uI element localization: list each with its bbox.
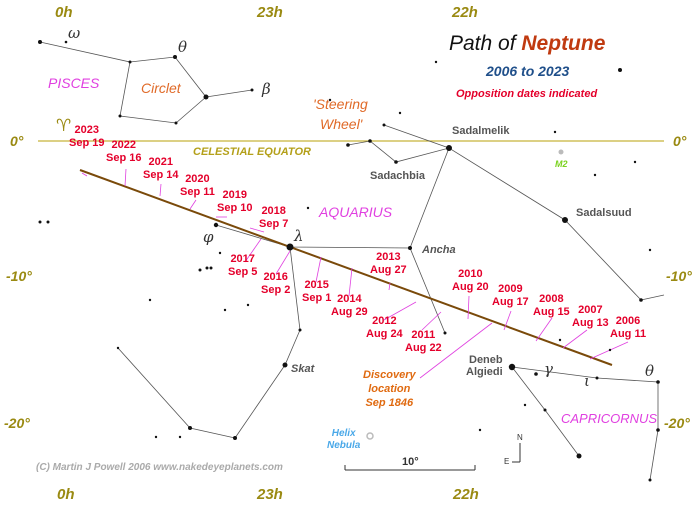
capricornus-lines-2: [596, 377, 659, 481]
capricornus-label: CAPRICORNUS: [561, 411, 658, 426]
title-planet: Neptune: [521, 32, 606, 55]
dec-left-2: -20°: [4, 415, 30, 431]
compass-north: N: [517, 433, 523, 442]
theta-psc-label: θ: [178, 38, 188, 56]
ra-bottom-1: 23h: [257, 486, 283, 503]
opposition-leaders: [81, 168, 629, 360]
gamma-label: γ: [544, 360, 553, 378]
steering-wheel-label-1: 'Steering: [313, 96, 368, 112]
discovery-leader: [419, 322, 493, 379]
credit-text: (C) Martin J Powell 2006 www.nakedeyepla…: [36, 462, 283, 473]
phi-label: φ: [203, 228, 214, 246]
ra-top-1: 23h: [257, 4, 283, 21]
theta-cap-label: θ: [645, 362, 655, 380]
compass: [512, 443, 521, 463]
aquarius-lines-4: [234, 246, 301, 439]
dec-left-1: -10°: [6, 268, 32, 284]
aquarius-label: AQUARIUS: [319, 204, 393, 220]
circlet-label: Circlet: [141, 80, 181, 96]
m2-marker: [558, 149, 564, 155]
helix-line-2: Nebula: [327, 440, 361, 451]
lambda-label: λ: [294, 227, 304, 245]
aries-icon: ♈: [56, 116, 72, 136]
aquarius-lines: [347, 140, 642, 301]
aquarius-lines-3: [215, 224, 411, 249]
scale-bar: [344, 465, 476, 471]
dec-right-2: -20°: [664, 415, 690, 431]
discovery-line-1: Discovery: [363, 369, 416, 381]
ra-bottom-0: 0h: [57, 486, 75, 503]
m2-label: M2: [555, 159, 568, 169]
title-prefix: Path of: [449, 32, 522, 55]
dec-left-0: 0°: [10, 133, 24, 149]
capricornus-lines-4: [640, 294, 665, 301]
ancha-label: Ancha: [422, 244, 456, 256]
iota-label: ι: [584, 372, 590, 390]
pisces-label: PISCES: [48, 75, 100, 91]
aquarius-lines-5: [117, 347, 236, 439]
ra-bottom-2: 22h: [453, 486, 479, 503]
beta-label: β: [262, 80, 271, 98]
discovery-line-3: Sep 1846: [365, 397, 414, 409]
capricornus-lines-3: [511, 366, 598, 379]
aquarius-lines-2: [383, 124, 450, 334]
ra-top-0: 0h: [55, 4, 73, 21]
dec-right-0: 0°: [673, 133, 687, 149]
deneb-algiedi-label-1: Deneb: [469, 354, 503, 366]
discovery-line-2: location: [368, 383, 411, 395]
sadachbia-label: Sadachbia: [370, 170, 426, 182]
sadalsuud-label: Sadalsuud: [576, 207, 632, 219]
chart-title: Path of Neptune: [449, 32, 605, 56]
ra-top-2: 22h: [452, 4, 478, 21]
equator-label: CELESTIAL EQUATOR: [193, 146, 311, 158]
deneb-algiedi-label-2: Algiedi: [466, 366, 503, 378]
dec-right-1: -10°: [666, 268, 692, 284]
pisces-lines-2: [205, 89, 253, 98]
year-range: 2006 to 2023: [486, 63, 570, 79]
sadalmelik-label: Sadalmelik: [452, 125, 510, 137]
skat-label: Skat: [291, 363, 315, 375]
stars: [38, 40, 660, 482]
helix-line-1: Helix: [331, 428, 356, 439]
helix-marker: [366, 432, 374, 440]
compass-east: E: [504, 457, 510, 466]
omega-label: ω: [68, 24, 81, 42]
steering-wheel-label-2: Wheel': [320, 116, 363, 132]
chart-subtitle: Opposition dates indicated: [456, 88, 598, 100]
neptune-path: [79, 169, 613, 366]
scale-label: 10°: [402, 456, 419, 468]
